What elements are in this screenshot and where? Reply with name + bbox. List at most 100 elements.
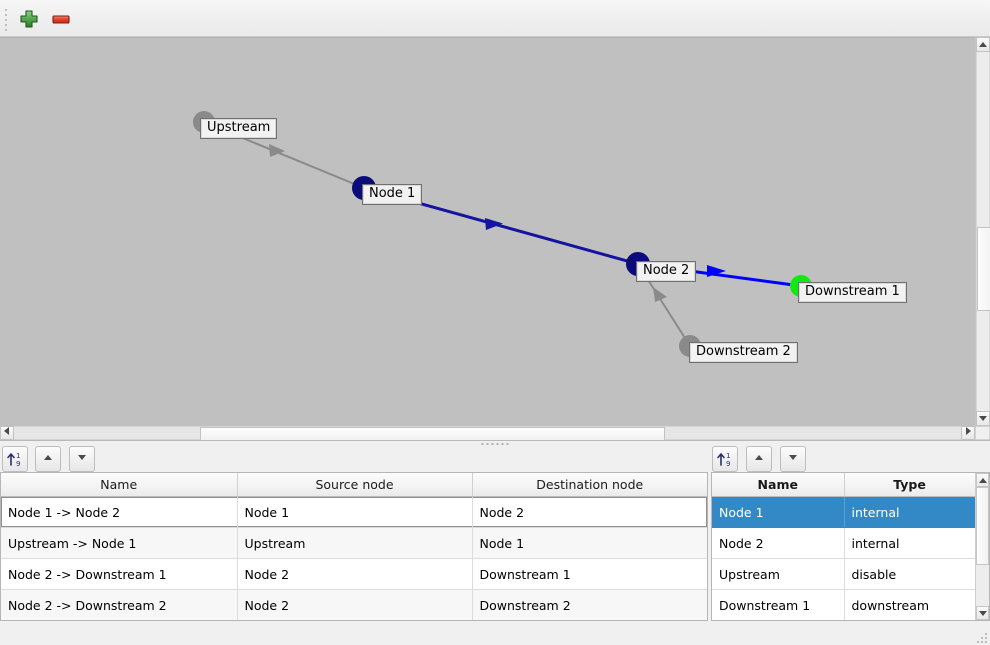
column-header-source-node[interactable]: Source node <box>237 473 473 497</box>
chevron-right-icon <box>966 427 971 435</box>
cell-name[interactable]: Node 2 -> Downstream 2 <box>1 589 238 620</box>
graph-horizontal-scrollbar[interactable] <box>0 426 975 441</box>
sort-icon: 1 9 <box>7 452 20 468</box>
cell-type[interactable]: disable <box>844 558 976 590</box>
cell-destination[interactable]: Downstream 1 <box>472 558 707 590</box>
column-header-name[interactable]: Name <box>1 473 238 497</box>
chevron-up-icon <box>978 478 987 483</box>
graph-edges <box>203 121 802 347</box>
graph-canvas[interactable]: Upstream Node 1 Node 2 Downstream 1 Down… <box>0 37 975 426</box>
cell-name[interactable]: Downstream 1 <box>712 589 845 620</box>
svg-text:1: 1 <box>16 452 20 460</box>
move-edge-up-button[interactable] <box>35 446 61 472</box>
main-toolbar <box>0 0 990 37</box>
table-row[interactable]: Upstream disable <box>712 558 989 590</box>
edge-node2-downstream2-arrow <box>653 287 667 302</box>
cell-empty <box>237 621 472 622</box>
cell-type[interactable]: internal <box>844 496 976 528</box>
chevron-down-icon <box>978 611 987 616</box>
chevron-up-icon <box>979 42 987 47</box>
cell-source[interactable]: Node 2 <box>237 558 473 590</box>
scroll-down-button[interactable] <box>976 606 989 620</box>
cell-destination[interactable]: Node 2 <box>472 496 707 528</box>
cell-empty <box>472 621 707 622</box>
chevron-left-icon <box>4 427 9 435</box>
graph-label-upstream[interactable]: Upstream <box>200 118 278 139</box>
table-row[interactable]: Downstream 1 downstream <box>712 589 989 620</box>
column-header-destination-node[interactable]: Destination node <box>472 473 707 497</box>
minus-icon <box>52 15 70 24</box>
toolbar-grip[interactable] <box>5 9 10 31</box>
cell-name[interactable]: Upstream <box>712 558 845 590</box>
sort-edges-button[interactable]: 1 9 <box>2 446 28 472</box>
scroll-left-button[interactable] <box>0 426 14 440</box>
horizontal-scroll-track[interactable] <box>14 426 961 441</box>
delete-node-button[interactable] <box>48 6 74 32</box>
chevron-down-icon <box>979 416 987 421</box>
scroll-up-button[interactable] <box>976 473 989 487</box>
add-node-button[interactable] <box>16 6 42 32</box>
graph-nodes <box>193 111 812 357</box>
table-row-empty <box>1 621 707 622</box>
vertical-scroll-track[interactable] <box>976 487 989 606</box>
horizontal-splitter[interactable] <box>0 440 990 446</box>
graph-svg <box>193 111 812 357</box>
nodes-table-scrollbar[interactable] <box>975 473 989 620</box>
cell-name[interactable]: Node 2 <box>712 527 845 559</box>
graph-label-downstream2[interactable]: Downstream 2 <box>689 342 798 363</box>
move-node-up-button[interactable] <box>746 446 772 472</box>
scroll-up-button[interactable] <box>976 37 990 52</box>
column-header-type[interactable]: Type <box>844 473 976 497</box>
status-bar <box>0 623 990 645</box>
vertical-scroll-track[interactable] <box>976 52 990 411</box>
cell-destination[interactable]: Downstream 2 <box>472 589 707 620</box>
edges-table[interactable]: Name Source node Destination node Node 1… <box>0 472 708 621</box>
horizontal-scroll-thumb[interactable] <box>200 427 665 441</box>
arrow-up-icon <box>755 455 763 460</box>
cell-type[interactable]: internal <box>844 527 976 559</box>
move-node-down-button[interactable] <box>780 446 806 472</box>
move-edge-down-button[interactable] <box>69 446 95 472</box>
graph-vertical-scrollbar[interactable] <box>975 37 990 426</box>
table-row[interactable]: Node 2 internal <box>712 527 989 559</box>
cell-source[interactable]: Node 1 <box>237 496 473 528</box>
table-row[interactable]: Upstream -> Node 1 Upstream Node 1 <box>1 527 707 559</box>
splitter-grip[interactable] <box>481 443 509 445</box>
column-header-name[interactable]: Name <box>712 473 845 497</box>
graph-label-downstream1[interactable]: Downstream 1 <box>798 282 907 303</box>
cell-name[interactable]: Node 2 -> Downstream 1 <box>1 558 238 590</box>
cell-source[interactable]: Upstream <box>237 527 473 559</box>
edge-node2-downstream1-arrow <box>707 265 726 277</box>
scroll-down-button[interactable] <box>976 411 990 426</box>
nodes-table[interactable]: Name Type Node 1 internal Node 2 interna… <box>711 472 990 621</box>
scrollbar-corner <box>975 426 990 440</box>
svg-text:9: 9 <box>726 460 730 468</box>
cell-type[interactable]: downstream <box>844 589 976 620</box>
cell-empty <box>712 621 844 622</box>
graph-pane: Upstream Node 1 Node 2 Downstream 1 Down… <box>0 37 990 426</box>
svg-text:1: 1 <box>726 452 730 460</box>
table-row[interactable]: Node 2 -> Downstream 2 Node 2 Downstream… <box>1 589 707 620</box>
edge-node1-node2-arrow <box>485 218 503 230</box>
cell-name[interactable]: Upstream -> Node 1 <box>1 527 238 559</box>
table-row[interactable]: Node 1 -> Node 2 Node 1 Node 2 <box>1 496 707 528</box>
edge-upstream-node1-arrow <box>269 144 285 157</box>
graph-label-node2[interactable]: Node 2 <box>636 261 697 282</box>
nodes-table-header-row: Name Type <box>712 473 989 497</box>
table-row[interactable]: Node 1 internal <box>712 496 989 528</box>
vertical-scroll-thumb[interactable] <box>976 487 989 565</box>
scroll-right-button[interactable] <box>961 426 975 440</box>
sort-nodes-button[interactable]: 1 9 <box>712 446 738 472</box>
table-row[interactable]: Node 2 -> Downstream 1 Node 2 Downstream… <box>1 558 707 590</box>
cell-destination[interactable]: Node 1 <box>472 527 707 559</box>
cell-name[interactable]: Node 1 <box>712 496 845 528</box>
cell-name[interactable]: Node 1 -> Node 2 <box>1 496 238 528</box>
graph-label-node1[interactable]: Node 1 <box>362 184 423 205</box>
bottom-panels: 1 9 1 9 <box>0 446 990 645</box>
cell-spacer <box>975 621 989 622</box>
vertical-scroll-thumb[interactable] <box>977 227 990 311</box>
arrow-up-icon <box>44 455 52 460</box>
edge-panel-buttons: 1 9 <box>0 446 700 472</box>
cell-source[interactable]: Node 2 <box>237 589 473 620</box>
resize-grip[interactable] <box>977 633 987 643</box>
